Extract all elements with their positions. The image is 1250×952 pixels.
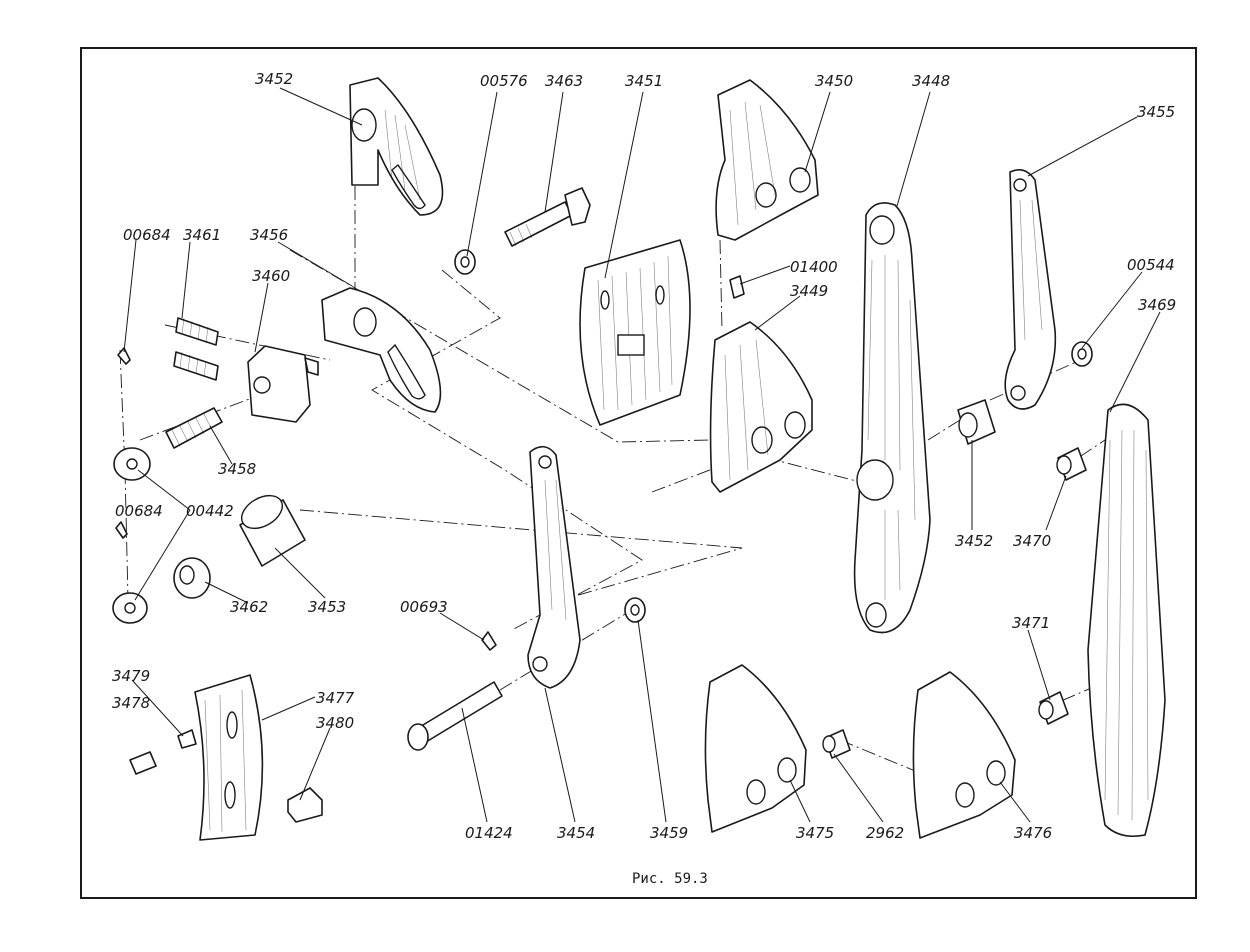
label-3479: 3479 [112, 667, 150, 685]
part-3480-clip [287, 787, 323, 823]
part-00576-washer [454, 249, 476, 275]
part-3469-plate [1087, 403, 1166, 838]
label-3462: 3462 [230, 598, 268, 616]
part-00693-pin [481, 631, 497, 651]
label-3458: 3458 [218, 460, 256, 478]
label-3459: 3459 [650, 824, 688, 842]
figure-caption: Рис. 59.3 [632, 871, 708, 887]
label-3460: 3460 [252, 267, 290, 285]
part-00442-nuts [112, 447, 151, 624]
part-3471-bushing [1038, 691, 1069, 725]
label-3451: 3451 [625, 72, 663, 90]
label-00684-bottom: 00684 [115, 502, 163, 520]
label-00693: 00693 [400, 598, 448, 616]
drawing-frame [80, 47, 1197, 899]
part-3470-bushing [1056, 447, 1087, 481]
label-3450: 3450 [815, 72, 853, 90]
part-3450-bracket [715, 79, 819, 241]
part-3477-plate [194, 674, 264, 841]
part-3462-bushing [173, 557, 211, 599]
label-00576: 00576 [480, 72, 528, 90]
part-00544-washer [1071, 341, 1093, 367]
part-3459-washer [624, 597, 646, 623]
part-3479-block [177, 729, 197, 749]
part-2962-bushing [822, 729, 851, 759]
part-3449-bracket [709, 321, 813, 493]
label-3449: 3449 [790, 282, 828, 300]
label-3454: 3454 [557, 824, 595, 842]
label-3470: 3470 [1013, 532, 1051, 550]
label-3480: 3480 [316, 714, 354, 732]
part-3476-bracket [912, 671, 1016, 839]
label-3448: 3448 [912, 72, 950, 90]
label-3461: 3461 [183, 226, 221, 244]
part-3478-block [129, 751, 157, 775]
part-3475-bracket [704, 664, 807, 833]
label-00684-top: 00684 [123, 226, 171, 244]
part-3461-springs [173, 317, 219, 381]
label-3452-top: 3452 [255, 70, 293, 88]
label-3475: 3475 [796, 824, 834, 842]
leader-lines [123, 87, 1161, 823]
part-3463-bolt [504, 187, 591, 247]
label-3453: 3453 [308, 598, 346, 616]
part-3455-arm [1004, 169, 1057, 410]
label-3471: 3471 [1012, 614, 1050, 632]
part-3452-bushing [957, 399, 996, 445]
label-00442: 00442 [186, 502, 234, 520]
part-3453-sleeve [239, 494, 306, 567]
part-3460-block [247, 345, 319, 423]
part-3451-plate [579, 239, 691, 426]
part-00684-pins [115, 347, 131, 539]
label-2962: 2962 [866, 824, 904, 842]
part-3458-stud [165, 407, 223, 449]
label-3478: 3478 [112, 694, 150, 712]
label-3463: 3463 [545, 72, 583, 90]
part-01400-clip [729, 275, 745, 299]
part-3456-bracket [321, 287, 442, 413]
label-3455: 3455 [1137, 103, 1175, 121]
label-3456: 3456 [250, 226, 288, 244]
label-3476: 3476 [1014, 824, 1052, 842]
label-01424: 01424 [465, 824, 513, 842]
label-3477: 3477 [316, 689, 355, 707]
label-00544: 00544 [1127, 256, 1175, 274]
label-3469: 3469 [1138, 296, 1176, 314]
part-3452-bracket-top [349, 77, 444, 216]
label-3452-bottom: 3452 [955, 532, 993, 550]
part-labels: 3452 00576 3463 3451 3450 3448 3455 0068… [112, 70, 1176, 842]
part-01424-pin [407, 681, 503, 751]
part-3454-lever [527, 445, 581, 689]
part-3448-lever [853, 202, 931, 634]
label-01400: 01400 [790, 258, 838, 276]
